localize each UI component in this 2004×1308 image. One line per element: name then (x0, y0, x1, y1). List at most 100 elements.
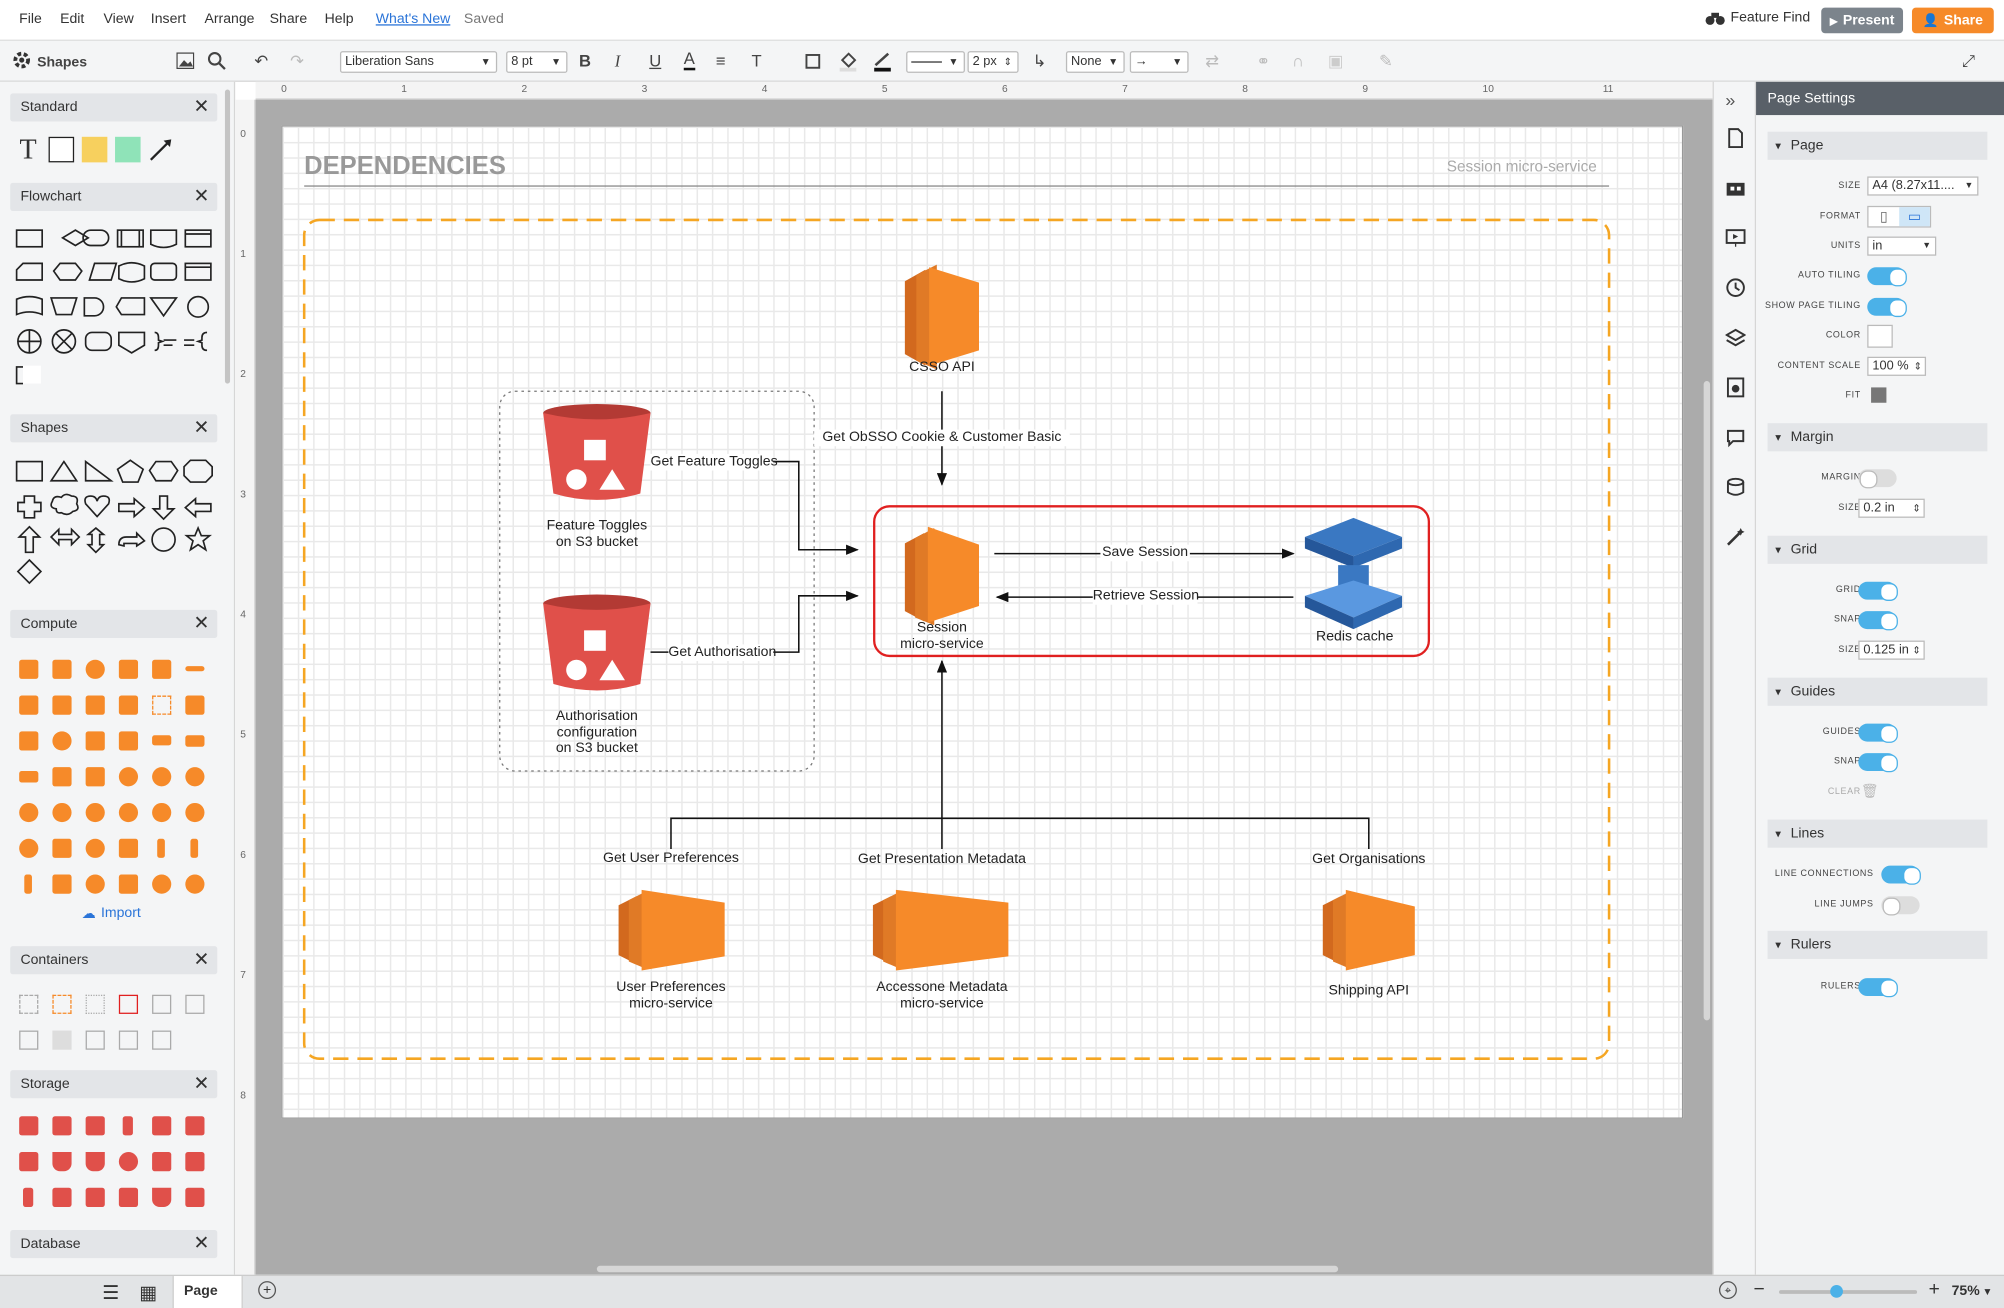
compute-icon[interactable] (14, 690, 42, 718)
section-rulers[interactable]: Rulers (1767, 930, 1988, 959)
presentation-icon[interactable] (1725, 228, 1746, 248)
compute-icon[interactable] (180, 726, 208, 754)
collapse-panel-icon[interactable]: » (1725, 89, 1736, 110)
compute-icon[interactable] (47, 762, 75, 790)
navigator-icon[interactable]: ⌖ (1718, 1281, 1737, 1300)
compute-icon[interactable] (14, 869, 42, 897)
page-icon[interactable] (1725, 128, 1745, 148)
section-standard[interactable]: Standard✕ (10, 93, 218, 122)
storage-icon[interactable] (114, 1183, 142, 1211)
link-icon[interactable]: ⚭ (1256, 51, 1271, 71)
compute-icon[interactable] (47, 834, 75, 862)
left-panel-scrollbar[interactable] (224, 82, 233, 1275)
page-tab-1[interactable]: Page 1▼ (172, 1276, 243, 1308)
container-icon[interactable] (14, 990, 42, 1018)
magic-wand-icon[interactable] (1725, 527, 1745, 547)
import-button[interactable]: ☁Import (82, 905, 141, 922)
edge-label-authorisation[interactable]: Get Authorisation (668, 644, 777, 661)
storage-icon[interactable] (180, 1111, 208, 1139)
underline-icon[interactable]: U (649, 51, 662, 71)
storage-icon[interactable] (81, 1111, 109, 1139)
trash-icon[interactable]: 🗑 (1860, 783, 1879, 800)
storage-icon[interactable] (14, 1147, 42, 1175)
section-compute[interactable]: Compute✕ (10, 609, 218, 639)
menu-arrange[interactable]: Arrange (204, 11, 255, 27)
edge-bus-bottom[interactable] (670, 817, 1370, 849)
auto-tiling-toggle[interactable] (1867, 267, 1907, 287)
rulers-toggle[interactable] (1858, 978, 1898, 998)
compute-icon[interactable] (147, 655, 175, 683)
compute-icon[interactable] (114, 798, 142, 826)
fit-icon[interactable] (1871, 387, 1887, 403)
zoom-in-icon[interactable]: + (1928, 1278, 1940, 1301)
guides-snap-toggle[interactable] (1858, 753, 1898, 773)
flowchart-shapes-grid[interactable] (14, 225, 218, 391)
compute-icon[interactable] (81, 690, 109, 718)
close-icon[interactable]: ✕ (193, 185, 210, 208)
fullscreen-icon[interactable]: ⤢ (1961, 51, 1976, 71)
shipping-api-icon[interactable] (1322, 889, 1415, 971)
zoom-slider-thumb[interactable] (1830, 1284, 1843, 1298)
line-color-icon[interactable] (873, 51, 892, 72)
page-color-swatch[interactable] (1867, 324, 1893, 348)
compute-icon[interactable] (47, 655, 75, 683)
compute-icon[interactable] (180, 690, 208, 718)
csso-api-label[interactable]: CSSO API (909, 359, 975, 375)
compute-icon[interactable] (180, 834, 208, 862)
compute-icon[interactable] (114, 690, 142, 718)
close-icon[interactable]: ✕ (193, 416, 210, 439)
whats-new-link[interactable]: What's New (375, 11, 451, 27)
margin-size-stepper[interactable]: 0.2 in⇕ (1858, 498, 1925, 518)
storage-icon[interactable] (114, 1111, 142, 1139)
close-icon[interactable]: ✕ (193, 612, 210, 635)
note-shape-icon[interactable] (81, 136, 109, 164)
wrench-icon[interactable]: ✎ (1379, 51, 1393, 71)
line-connections-toggle[interactable] (1881, 865, 1921, 885)
accessone-metadata-icon[interactable] (872, 889, 1009, 971)
menu-view[interactable]: View (103, 11, 134, 27)
container-icon[interactable] (147, 1025, 175, 1053)
storage-icon[interactable] (14, 1111, 42, 1139)
diagram-title[interactable]: DEPENDENCIES (304, 152, 506, 181)
menu-help[interactable]: Help (324, 11, 354, 27)
compute-icon[interactable] (147, 762, 175, 790)
layers-icon[interactable] (1725, 327, 1746, 347)
compute-icon[interactable] (81, 762, 109, 790)
compute-icon[interactable] (81, 726, 109, 754)
compute-icon[interactable] (147, 834, 175, 862)
feature-toggles-s3-icon[interactable] (543, 404, 651, 500)
storage-icon[interactable] (47, 1111, 75, 1139)
edge-label-obsso[interactable]: Get ObSSO Cookie & Customer Basic (814, 429, 1070, 446)
landscape-icon[interactable]: ▭ (1899, 207, 1930, 227)
redis-cache-icon[interactable] (1304, 517, 1403, 630)
section-database[interactable]: Database✕ (10, 1230, 218, 1259)
section-lines[interactable]: Lines (1767, 819, 1988, 848)
menu-file[interactable]: File (19, 11, 42, 27)
line-start-select[interactable]: None▼ (1065, 51, 1125, 73)
section-shapes[interactable]: Shapes✕ (10, 414, 218, 443)
edge-label-presentation[interactable]: Get Presentation Metadata (857, 851, 1026, 867)
s3-bucket-icon[interactable] (81, 1147, 109, 1175)
storage-icon[interactable] (47, 1183, 75, 1211)
colored-block-icon[interactable] (114, 136, 142, 164)
storage-icon[interactable] (147, 1183, 175, 1211)
close-icon[interactable]: ✕ (193, 1072, 210, 1095)
menu-edit[interactable]: Edit (60, 11, 85, 27)
section-flowchart[interactable]: Flowchart✕ (10, 182, 218, 211)
session-microservice-icon[interactable] (904, 526, 979, 626)
section-page[interactable]: Page (1767, 131, 1988, 160)
compute-icon[interactable] (14, 834, 42, 862)
section-grid[interactable]: Grid (1767, 535, 1988, 564)
magnet-icon[interactable]: ∩ (1292, 51, 1305, 71)
grid-toggle[interactable] (1858, 581, 1898, 601)
compute-icon[interactable] (147, 798, 175, 826)
menu-share[interactable]: Share (269, 11, 308, 27)
lock-icon[interactable]: ▣ (1327, 51, 1344, 71)
text-shape-icon[interactable]: T (19, 132, 37, 165)
compute-icon[interactable] (81, 798, 109, 826)
edge-label-user-prefs[interactable]: Get User Preferences (603, 850, 739, 866)
compute-icon[interactable] (114, 762, 142, 790)
